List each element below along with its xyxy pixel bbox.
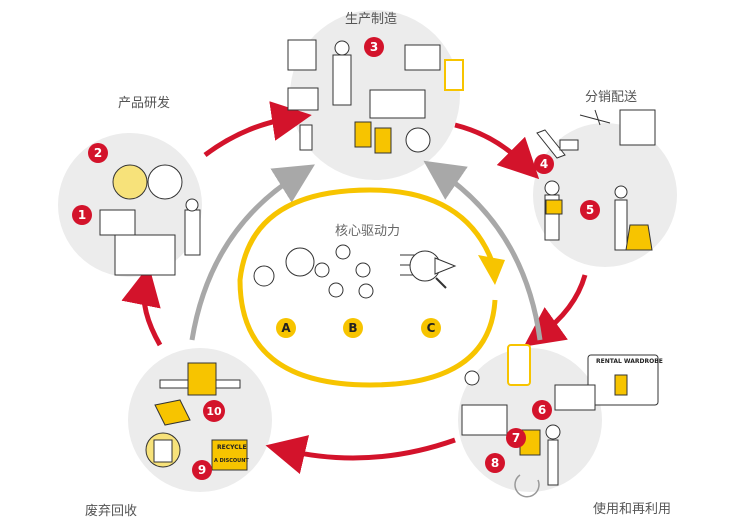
step-badge-5: 5 [580,200,600,220]
driver-badge-a: A [276,318,296,338]
step-badge-3: 3 [364,37,384,57]
driver-badge-b: B [343,318,363,338]
distribution-illustration [536,109,656,251]
arrow-distribution-to-use [523,274,588,347]
use-reuse-illustration [461,344,659,498]
step-badge-9: 9 [192,460,212,480]
core-title: 核心驱动力 [335,224,401,239]
step-badge-4: 4 [534,154,554,174]
step-badge-2: 2 [88,143,108,163]
recycling-illustration [145,362,248,471]
manufacturing-illustration [287,39,464,154]
driver-badge-c: C [421,318,441,338]
gray-arrow-right [423,160,543,341]
recycle-bin-discount: A DISCOUNT [214,458,249,464]
rental-wardrobe-title: RENTAL WARDROBE [596,358,663,365]
stage-label-rd: 产品研发 [118,96,171,111]
step-badge-10: 10 [203,400,225,422]
core-loop [237,187,498,388]
gray-arrow-left [189,164,315,341]
arrow-manufacturing-to-distribution [454,122,540,180]
stage-label-distribution: 分销配送 [585,90,638,105]
step-badge-6: 6 [532,400,552,420]
rd-illustration [99,164,201,276]
step-badge-8: 8 [485,453,505,473]
arrow-recycling-to-rd [121,265,163,347]
core-loop-arrowhead [478,255,505,285]
step-badge-1: 1 [72,205,92,225]
arrow-use-to-recycling [265,435,456,475]
recycle-bin-text: RECYCLE [217,444,247,451]
arrow-rd-to-manufacturing [203,101,312,158]
stage-label-manufacturing: 生产制造 [345,12,398,27]
stage-label-recycling: 废弃回收 [85,504,138,519]
step-badge-7: 7 [506,428,526,448]
stage-label-use-reuse: 使用和再利用 [593,502,672,517]
core-driver-icons [253,244,457,299]
